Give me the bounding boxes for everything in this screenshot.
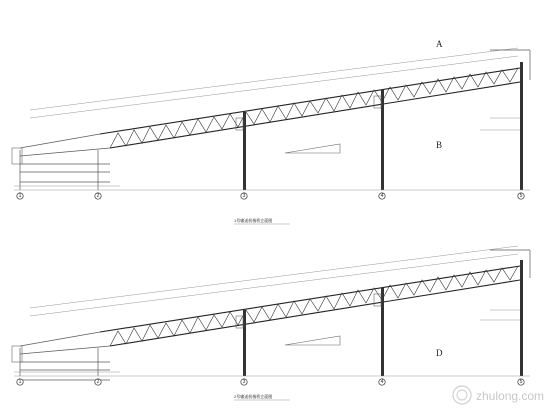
column-2 bbox=[381, 90, 384, 190]
grid-label: 5 bbox=[520, 193, 523, 199]
letter-a: A bbox=[436, 39, 443, 49]
elevation-2-title: 2号输送机栈桥立面图 bbox=[234, 393, 272, 399]
letter-b: B bbox=[436, 140, 442, 150]
grid-row-bottom: 1 2 3 4 5 bbox=[16, 378, 525, 386]
grid-label: 5 bbox=[520, 379, 523, 385]
elevation-1-title: 1号输送机栈桥立面图 bbox=[234, 217, 272, 223]
watermark-text: zhulong.com bbox=[476, 389, 544, 403]
grid-label: 3 bbox=[243, 379, 246, 385]
bottom-chord bbox=[109, 81, 521, 149]
grid-label: 2 bbox=[97, 379, 100, 385]
column-2 bbox=[381, 288, 384, 376]
grid-label: 4 bbox=[381, 379, 384, 385]
bottom-chord bbox=[109, 279, 521, 347]
grid-label: 1 bbox=[19, 379, 22, 385]
column-3 bbox=[520, 260, 523, 376]
grid-label: 1 bbox=[19, 193, 22, 199]
truss-web bbox=[109, 67, 519, 149]
grid-label: 4 bbox=[381, 193, 384, 199]
grid-label: 2 bbox=[97, 193, 100, 199]
column-1 bbox=[243, 310, 246, 376]
elevation-bottom: D bbox=[11, 245, 531, 381]
letter-d: D bbox=[436, 348, 443, 358]
column-3 bbox=[520, 62, 523, 190]
watermark: zhulong.com bbox=[452, 385, 544, 405]
grid-label: 3 bbox=[243, 193, 246, 199]
column-1 bbox=[243, 112, 246, 190]
grid-row-top: 1 2 3 4 5 bbox=[16, 192, 525, 200]
truss-web bbox=[109, 265, 519, 347]
elevation-top: A B bbox=[11, 39, 531, 191]
